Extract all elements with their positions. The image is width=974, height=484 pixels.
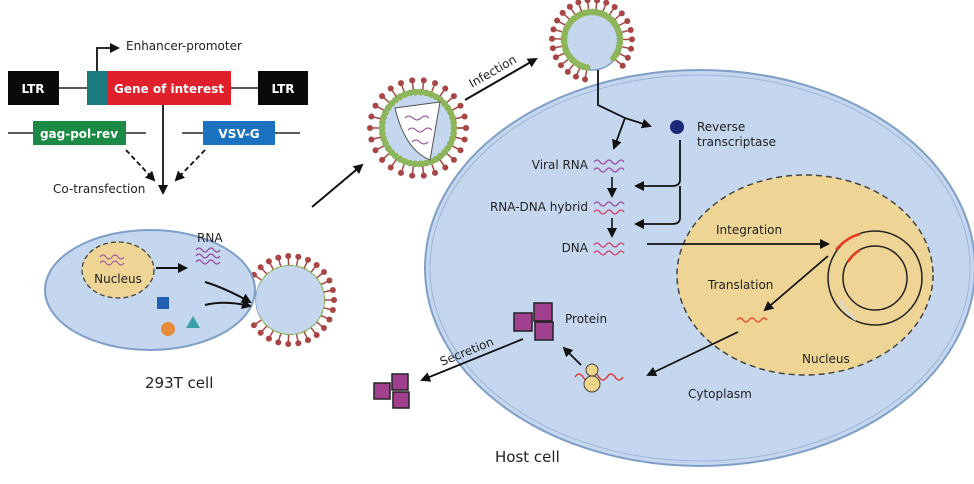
lentivirus-particle-icon xyxy=(367,77,469,178)
reverse-transcriptase-label-1: Reverse xyxy=(697,120,745,134)
ltr-right-label: LTR xyxy=(271,82,294,96)
promoter-arrow-icon xyxy=(97,48,118,71)
protein-square-icon xyxy=(157,297,169,309)
promoter-label: Enhancer-promoter xyxy=(126,39,242,53)
producer-nucleus-label: Nucleus xyxy=(94,272,142,286)
ltr-left-label: LTR xyxy=(21,82,44,96)
host-nucleus-label: Nucleus xyxy=(802,352,850,366)
protein-circle-icon xyxy=(161,322,175,336)
producer-nucleus xyxy=(82,242,154,298)
entering-virus-icon xyxy=(549,0,635,82)
dna-label: DNA xyxy=(562,241,589,255)
producer-cell-293t: Nucleus RNA 293T cell xyxy=(45,230,337,392)
rna-label: RNA xyxy=(197,231,223,245)
rna-dna-hybrid-label: RNA-DNA hybrid xyxy=(490,200,588,214)
integration-label: Integration xyxy=(716,223,782,237)
secreted-protein-icon xyxy=(374,374,409,408)
protein-label: Protein xyxy=(565,312,607,326)
promoter-box xyxy=(87,71,108,105)
vector-construct: LTR Gene of interest LTR Enhancer-promot… xyxy=(8,39,308,196)
vsv-g-label: VSV-G xyxy=(218,127,259,141)
cytoplasm-label: Cytoplasm xyxy=(688,387,752,401)
host-cell-label: Host cell xyxy=(495,448,560,466)
reverse-transcriptase-icon xyxy=(670,120,684,134)
translation-label: Translation xyxy=(707,278,773,292)
producer-cell-label: 293T cell xyxy=(145,374,213,392)
reverse-transcriptase-label-2: transcriptase xyxy=(697,135,776,149)
viral-rna-label: Viral RNA xyxy=(532,158,589,172)
gag-pol-rev-label: gag-pol-rev xyxy=(40,127,118,141)
gene-of-interest-label: Gene of interest xyxy=(114,82,224,96)
cotransfection-label: Co-transfection xyxy=(53,182,145,196)
